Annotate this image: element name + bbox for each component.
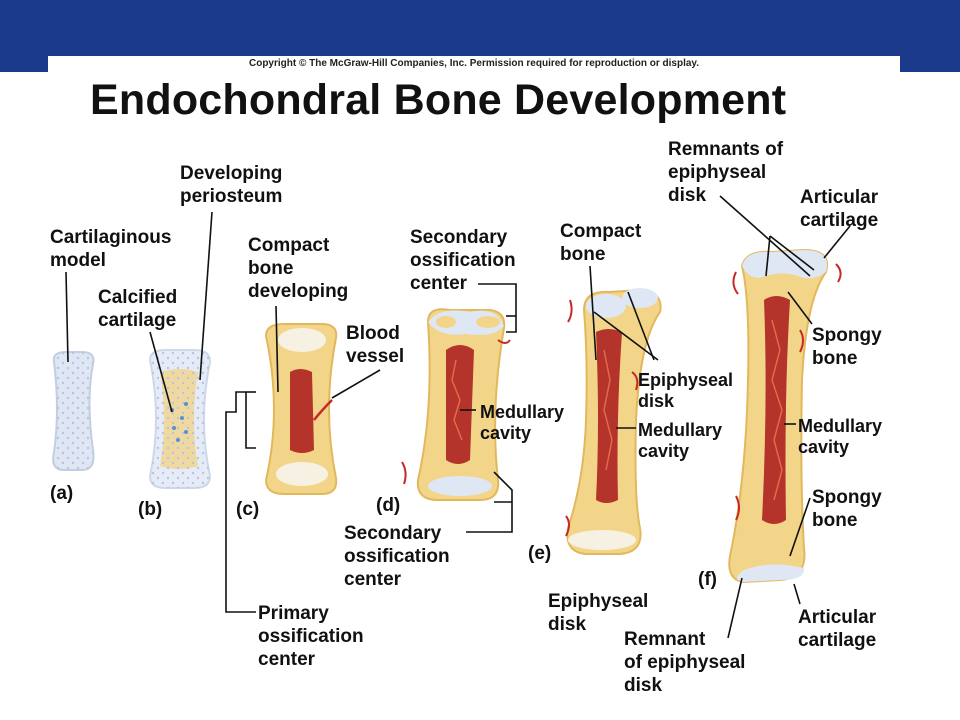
label-spongy-bone-bottom: Spongy bone xyxy=(812,487,882,531)
label-spongy-bone-top: Spongy bone xyxy=(812,325,882,369)
copyright-notice: Copyright © The McGraw-Hill Companies, I… xyxy=(48,56,900,72)
stage-f-mature-bone xyxy=(728,248,842,584)
label-medullary-cavity-f: Medullary cavity xyxy=(798,416,883,457)
label-epiphyseal-disk-e: Epiphyseal disk xyxy=(638,370,734,411)
label-compact-bone-developing: Compact bone developing xyxy=(248,235,349,302)
label-blood-vessel: Blood vessel xyxy=(346,323,405,367)
stage-label-e: (e) xyxy=(528,543,552,564)
label-medullary-cavity-e: Medullary cavity xyxy=(638,420,723,461)
label-remnant-epiphyseal: Remnant of epiphyseal disk xyxy=(624,629,746,696)
label-compact-bone-e: Compact bone xyxy=(560,221,642,265)
label-articular-cartilage-bottom: Articular cartilage xyxy=(798,607,877,651)
stage-c-primary-ossification xyxy=(264,323,338,495)
stage-label-b: (b) xyxy=(138,499,163,520)
label-secondary-ossification-bottom: Secondary ossification center xyxy=(344,523,450,590)
label-remnants-epiphyseal: Remnants of epiphyseal disk xyxy=(668,139,784,206)
stage-e-epiphyseal-disk xyxy=(565,288,662,555)
label-epiphyseal-disk-bottom: Epiphyseal disk xyxy=(548,591,649,635)
leader-lines xyxy=(65,195,851,639)
label-secondary-ossification-top: Secondary ossification center xyxy=(410,227,516,294)
stage-label-d: (d) xyxy=(376,495,401,516)
label-cartilaginous-model: Cartilaginous model xyxy=(50,227,172,271)
stage-label-c: (c) xyxy=(236,499,260,520)
stage-a-cartilage-model xyxy=(52,351,95,471)
label-primary-ossification: Primary ossification center xyxy=(258,603,364,670)
label-calcified-cartilage: Calcified cartilage xyxy=(98,287,178,331)
label-articular-cartilage-top: Articular cartilage xyxy=(800,187,879,231)
stage-label-a: (a) xyxy=(50,483,74,504)
stage-label-f: (f) xyxy=(698,569,717,590)
diagram-title: Endochondral Bone Development xyxy=(90,76,787,124)
stage-d-secondary-ossification xyxy=(401,308,511,501)
label-developing-periosteum: Developing periosteum xyxy=(180,163,283,207)
label-medullary-cavity-d: Medullary cavity xyxy=(480,402,565,443)
